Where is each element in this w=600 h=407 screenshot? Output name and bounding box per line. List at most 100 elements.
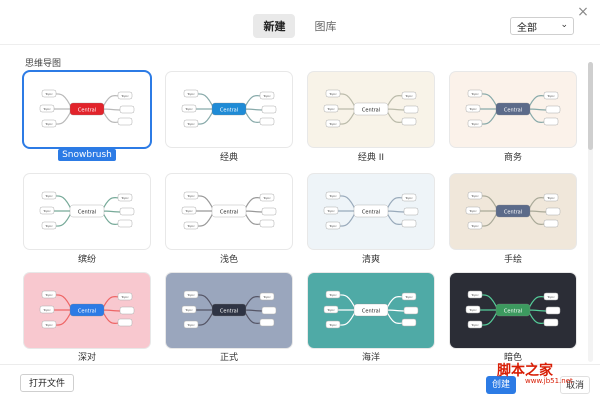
template-name: 海洋: [308, 350, 434, 363]
svg-text:Topic: Topic: [546, 295, 555, 299]
svg-text:Central: Central: [220, 108, 238, 114]
chevron-down-icon: ⌄: [560, 20, 568, 30]
template-name: 手绘: [450, 252, 576, 265]
svg-text:Topic: Topic: [262, 94, 271, 98]
watermark: 脚本之家: [497, 363, 553, 379]
svg-text:Topic: Topic: [328, 92, 337, 96]
template-name: 浅色: [166, 252, 292, 265]
watermark-url: www.jb51.net: [525, 377, 573, 385]
template-name: 经典: [166, 150, 292, 163]
svg-text:Topic: Topic: [186, 293, 195, 297]
svg-text:Topic: Topic: [184, 107, 193, 111]
svg-text:Topic: Topic: [470, 293, 479, 297]
template-name: 缤纷: [24, 252, 150, 265]
svg-text:Topic: Topic: [326, 107, 335, 111]
svg-text:Topic: Topic: [546, 94, 555, 98]
svg-text:Topic: Topic: [42, 107, 51, 111]
tab-gallery[interactable]: 图库: [314, 20, 337, 33]
svg-text:Topic: Topic: [468, 107, 477, 111]
svg-text:Central: Central: [220, 309, 238, 315]
svg-text:Topic: Topic: [120, 94, 129, 98]
template-name-label: 深对: [77, 353, 96, 363]
svg-text:Topic: Topic: [186, 323, 195, 327]
template-name-label: 清爽: [361, 255, 380, 265]
scrollbar-thumb[interactable]: [588, 62, 593, 150]
template-name-label: 缤纷: [77, 255, 96, 265]
section-title: 思维导图: [25, 59, 62, 69]
dialog-tabs: 新建 图库: [0, 14, 600, 38]
svg-text:Topic: Topic: [468, 209, 477, 213]
close-icon[interactable]: ×: [577, 4, 589, 20]
template-name-label: 经典 II: [357, 153, 385, 163]
svg-text:Topic: Topic: [262, 295, 271, 299]
category-select[interactable]: 全部 ⌄: [510, 17, 574, 35]
svg-text:Central: Central: [362, 210, 380, 216]
template-name: 深对: [24, 350, 150, 363]
create-button[interactable]: 创建: [486, 376, 516, 394]
scrollbar[interactable]: [588, 62, 593, 362]
template-name: 商务: [450, 150, 576, 163]
svg-text:Topic: Topic: [44, 224, 53, 228]
category-select-value: 全部: [517, 22, 537, 34]
svg-text:Topic: Topic: [470, 92, 479, 96]
svg-text:Topic: Topic: [470, 122, 479, 126]
header-divider: [0, 44, 600, 45]
svg-text:Topic: Topic: [184, 308, 193, 312]
template-name: 经典 II: [308, 150, 434, 163]
svg-text:Topic: Topic: [328, 224, 337, 228]
svg-text:Topic: Topic: [186, 224, 195, 228]
template-name-label: 暗色: [503, 353, 522, 363]
template-name-label: 正式: [219, 353, 238, 363]
cancel-button[interactable]: 取消: [560, 376, 590, 394]
svg-text:Central: Central: [78, 210, 96, 216]
svg-text:Topic: Topic: [326, 209, 335, 213]
svg-text:Topic: Topic: [44, 92, 53, 96]
svg-text:Topic: Topic: [186, 92, 195, 96]
svg-text:Central: Central: [504, 108, 522, 114]
svg-text:Topic: Topic: [42, 308, 51, 312]
svg-text:Topic: Topic: [468, 308, 477, 312]
svg-text:Topic: Topic: [44, 323, 53, 327]
svg-text:Topic: Topic: [326, 308, 335, 312]
svg-text:Topic: Topic: [186, 194, 195, 198]
template-name-label: 海洋: [361, 353, 380, 363]
open-file-button[interactable]: 打开文件: [20, 374, 74, 392]
template-name-label: 商务: [503, 153, 522, 163]
template-name-label: 经典: [219, 153, 238, 163]
svg-text:Topic: Topic: [186, 122, 195, 126]
svg-text:Topic: Topic: [404, 196, 413, 200]
svg-text:Topic: Topic: [328, 194, 337, 198]
svg-text:Topic: Topic: [328, 293, 337, 297]
svg-text:Topic: Topic: [120, 295, 129, 299]
template-name: Snowbrush: [24, 149, 150, 161]
svg-text:Topic: Topic: [120, 196, 129, 200]
template-name: 暗色: [450, 350, 576, 363]
svg-text:Central: Central: [78, 108, 96, 114]
svg-text:Topic: Topic: [42, 209, 51, 213]
svg-text:Topic: Topic: [44, 293, 53, 297]
svg-text:Topic: Topic: [328, 122, 337, 126]
tab-new[interactable]: 新建: [253, 14, 296, 38]
